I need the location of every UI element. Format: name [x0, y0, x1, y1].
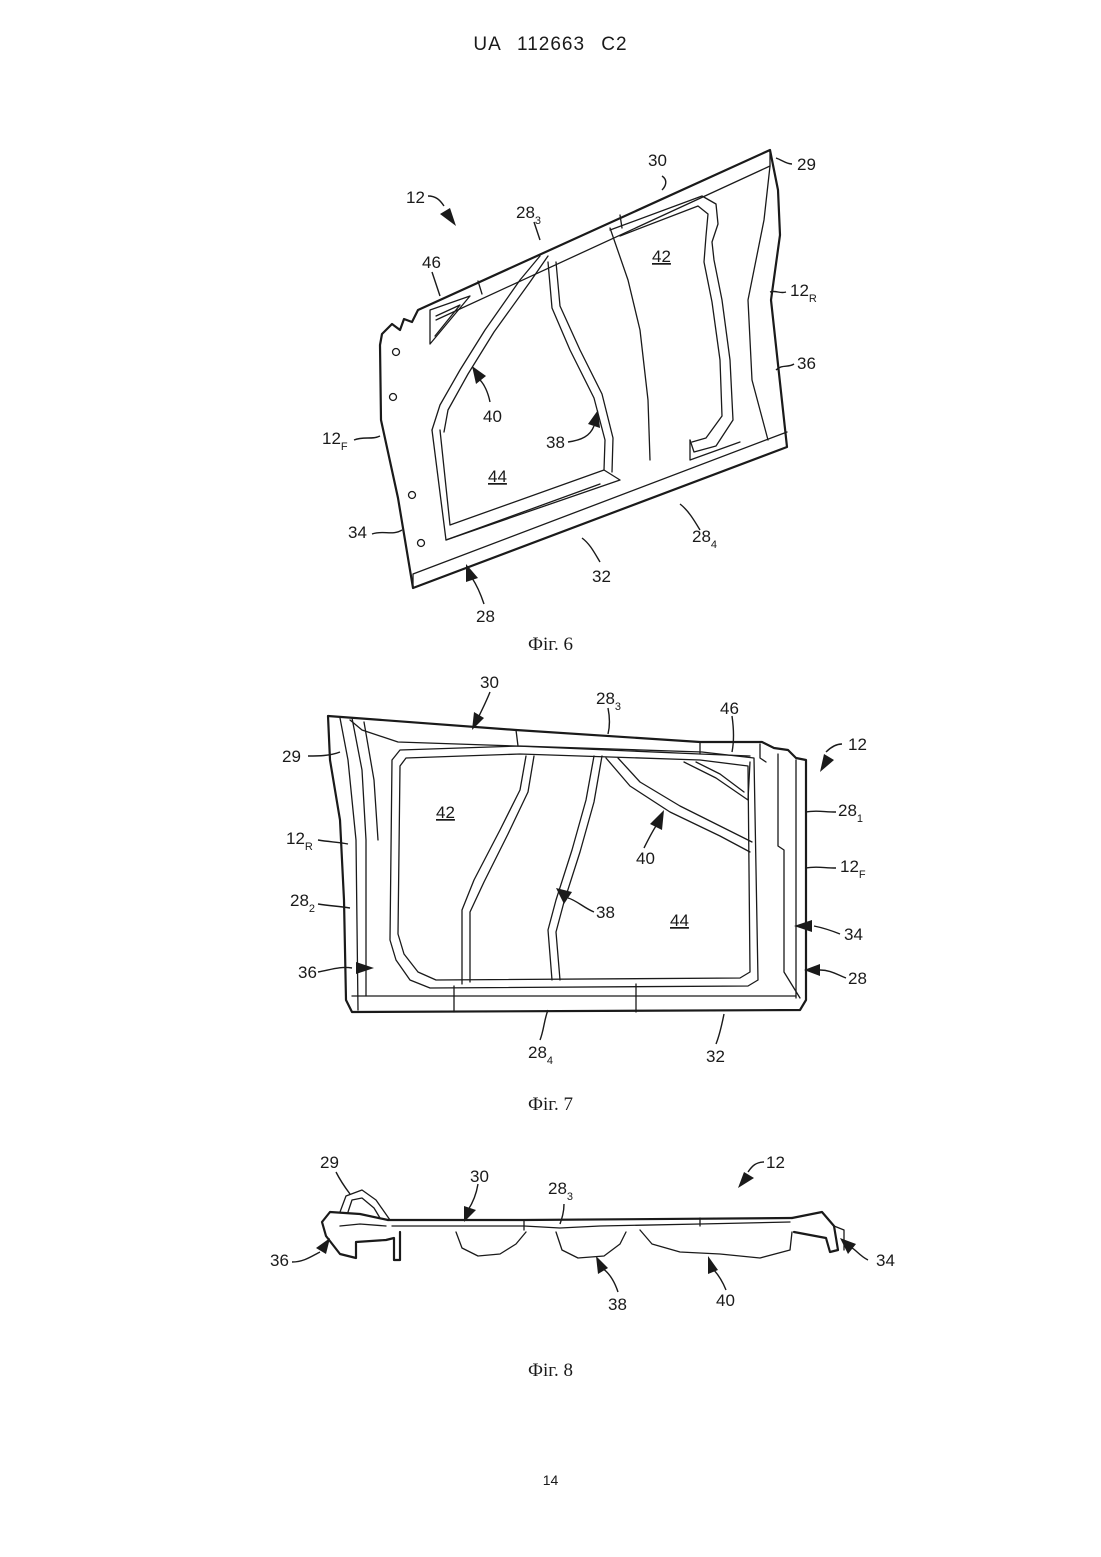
fig6-label-32: 32 [592, 567, 611, 586]
figure-6-drawing: 12 30 29 283 46 42 12R 36 40 38 12F 44 3… [0, 140, 1101, 630]
fig6-label-12: 12 [406, 188, 425, 207]
figure-8-caption: Фіг. 8 [0, 1360, 1101, 1382]
fig7-label-44: 44 [670, 911, 689, 930]
figure-7-drawing: 30 283 46 12 29 42 281 12R 40 12F 282 38… [0, 670, 1101, 1090]
fig6-label-28-4: 284 [692, 527, 717, 551]
fig7-label-28-2: 282 [290, 891, 315, 915]
fig6-panel-outline [380, 150, 787, 588]
fig8-label-30: 30 [470, 1167, 489, 1186]
page-number: 14 [0, 1472, 1101, 1488]
figure-7-caption: Фіг. 7 [0, 1094, 1101, 1116]
fig7-label-30: 30 [480, 673, 499, 692]
fig7-label-38: 38 [596, 903, 615, 922]
fig7-label-12R: 12R [286, 829, 313, 853]
fig7-label-28-4: 284 [528, 1043, 553, 1067]
fig6-label-42: 42 [652, 247, 671, 266]
fig8-label-38: 38 [608, 1295, 627, 1314]
fig7-label-12F: 12F [840, 857, 866, 881]
fig6-label-29: 29 [797, 155, 816, 174]
figure-8-drawing: 29 30 283 12 36 34 38 40 [0, 1140, 1101, 1330]
fig6-leaders [354, 158, 794, 604]
fig8-label-12: 12 [766, 1153, 785, 1172]
fig6-label-12R: 12R [790, 281, 817, 305]
fig6-label-36: 36 [797, 354, 816, 373]
fig6-label-30: 30 [648, 151, 667, 170]
fig6-label-28-3: 283 [516, 203, 541, 227]
fig6-labels: 12 30 29 283 46 42 12R 36 40 38 12F 44 3… [322, 151, 817, 626]
fig8-label-40: 40 [716, 1291, 735, 1310]
fig7-label-34: 34 [844, 925, 863, 944]
fig7-label-28-1: 281 [838, 801, 863, 825]
fig6-label-38: 38 [546, 433, 565, 452]
fig7-inner-frame [390, 746, 758, 988]
fig7-label-46: 46 [720, 699, 739, 718]
fig6-label-28: 28 [476, 607, 495, 626]
patent-header: UA 112663 C2 [0, 34, 1101, 56]
fig8-label-34: 34 [876, 1251, 895, 1270]
fig7-label-40: 40 [636, 849, 655, 868]
fig8-panel-profile [322, 1190, 844, 1260]
fig7-label-36: 36 [298, 963, 317, 982]
fig8-label-36: 36 [270, 1251, 289, 1270]
fig8-label-28-3: 283 [548, 1179, 573, 1203]
fig6-label-34: 34 [348, 523, 367, 542]
fig6-inner-frame [390, 196, 741, 547]
fig6-label-12F: 12F [322, 429, 348, 453]
fig7-label-12: 12 [848, 735, 867, 754]
fig7-label-29: 29 [282, 747, 301, 766]
fig8-label-29: 29 [320, 1153, 339, 1172]
fig7-label-42: 42 [436, 803, 455, 822]
fig7-label-28: 28 [848, 969, 867, 988]
fig6-label-40: 40 [483, 407, 502, 426]
fig6-label-46: 46 [422, 253, 441, 272]
fig6-label-44: 44 [488, 467, 507, 486]
fig7-label-32: 32 [706, 1047, 725, 1066]
figure-6-caption: Фіг. 6 [0, 634, 1101, 656]
